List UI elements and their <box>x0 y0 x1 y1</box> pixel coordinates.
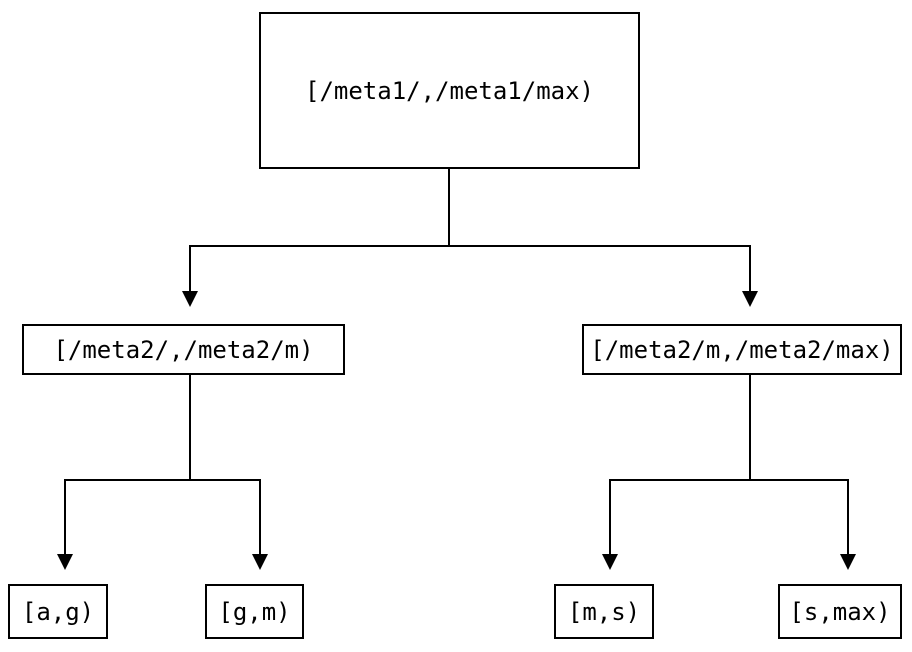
arrowhead-icon <box>252 554 268 570</box>
edge-root-to-range-right <box>448 169 758 307</box>
edge-range-left-to-leaf-ag <box>57 375 191 570</box>
tree-node-label: [/meta2/m,/meta2/max) <box>590 335 894 364</box>
tree-node-range-right: [/meta2/m,/meta2/max) <box>582 324 902 375</box>
tree-node-leaf-smax: [s,max) <box>778 584 902 639</box>
tree-node-leaf-gm: [g,m) <box>205 584 304 639</box>
tree-node-label: [g,m) <box>218 597 291 626</box>
tree-node-label: [a,g) <box>21 597 95 626</box>
tree-node-leaf-ag: [a,g) <box>8 584 108 639</box>
edge-range-right-to-leaf-smax <box>749 375 856 570</box>
tree-node-label: [m,s) <box>567 597 641 626</box>
arrowhead-icon <box>602 554 618 570</box>
arrowhead-icon <box>57 554 73 570</box>
edge-range-right-to-leaf-ms <box>602 375 751 570</box>
edge-range-left-to-leaf-gm <box>189 375 268 570</box>
arrowhead-icon <box>742 291 758 307</box>
tree-node-label: [/meta1/,/meta1/max) <box>305 76 594 105</box>
tree-node-range-left: [/meta2/,/meta2/m) <box>22 324 345 375</box>
arrowhead-icon <box>840 554 856 570</box>
arrowhead-icon <box>182 291 198 307</box>
tree-node-label: [/meta2/,/meta2/m) <box>53 335 314 364</box>
tree-node-leaf-ms: [m,s) <box>554 584 654 639</box>
edge-root-to-range-left <box>182 169 450 307</box>
tree-node-label: [s,max) <box>789 597 891 626</box>
tree-node-root: [/meta1/,/meta1/max) <box>259 12 640 169</box>
